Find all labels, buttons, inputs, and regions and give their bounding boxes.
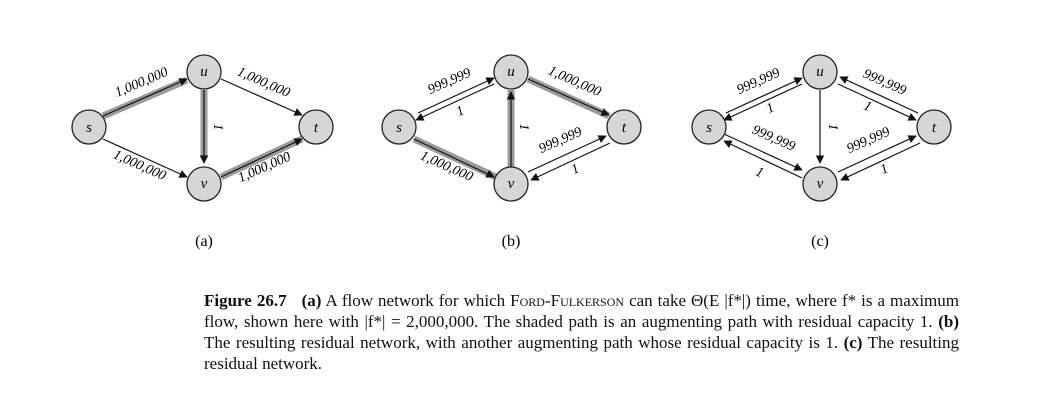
label-a-ut: 1,000,000 xyxy=(235,65,292,101)
node-a-t-label: t xyxy=(314,120,319,136)
node-c-u: u xyxy=(802,54,838,90)
edge-c-tv xyxy=(840,142,921,181)
label-c-vs: 1 xyxy=(753,165,765,182)
panel-a: 1,000,000 1,000,000 1,000,000 1,000,000 … xyxy=(71,54,334,250)
edge-c-us xyxy=(723,83,803,121)
sublabel-b: (b) xyxy=(502,233,521,250)
edge-c-su xyxy=(725,77,803,114)
sublabel-a: (a) xyxy=(195,233,213,250)
node-b-t: t xyxy=(606,109,642,145)
node-c-t-label: t xyxy=(932,120,937,136)
label-b-vu: 1 xyxy=(516,124,531,131)
edge-b-su xyxy=(417,77,495,114)
label-b-tv: 1 xyxy=(569,162,581,179)
node-a-u: u xyxy=(186,54,222,90)
caption-algo-name: Ford-Fulkerson xyxy=(510,291,625,310)
label-a-uv: 1 xyxy=(210,124,225,131)
edge-b-us xyxy=(415,83,495,121)
label-b-vt: 999,999 xyxy=(537,125,585,157)
node-c-v-label: v xyxy=(817,176,824,192)
node-b-u-label: u xyxy=(507,64,515,80)
edge-c-tu xyxy=(839,76,919,114)
node-a-u-label: u xyxy=(200,64,208,80)
node-b-v-label: v xyxy=(508,176,515,192)
node-c-s: s xyxy=(691,109,727,145)
node-a-t: t xyxy=(298,109,334,145)
edge-b-ut xyxy=(527,78,610,116)
label-c-us: 1 xyxy=(764,101,776,118)
caption-c-text: The resulting residual network. xyxy=(204,333,959,373)
caption-c-label: (c) xyxy=(843,333,863,352)
edge-b-vt xyxy=(527,135,607,173)
caption-a-text-1: A flow network for which xyxy=(321,291,511,310)
panel-c: 999,999 1 999,999 1 999,999 1 999,999 1 … xyxy=(691,54,952,250)
node-c-u-label: u xyxy=(816,64,824,80)
sublabel-c: (c) xyxy=(811,233,829,250)
panel-b: 999,999 1 1,000,000 1,000,000 999,999 1 … xyxy=(381,54,642,250)
caption-a-label: (a) xyxy=(301,291,322,310)
edge-c-vs xyxy=(723,140,803,179)
label-c-tu: 1 xyxy=(861,99,873,116)
figure-diagram: 1,000,000 1,000,000 1,000,000 1,000,000 … xyxy=(71,54,952,250)
edge-c-sv xyxy=(723,133,803,171)
edge-a-ut xyxy=(220,78,303,116)
caption-b-label: (b) xyxy=(938,312,959,331)
edge-c-vt xyxy=(837,135,917,173)
caption-b-text: The resulting residual network, with ano… xyxy=(204,333,844,352)
node-a-v-label: v xyxy=(201,176,208,192)
label-c-uv: 1 xyxy=(825,124,840,131)
edge-b-tv xyxy=(530,142,611,181)
label-a-sv: 1,000,000 xyxy=(111,148,168,184)
label-c-su: 999,999 xyxy=(735,66,783,98)
node-b-v: v xyxy=(493,166,529,202)
label-a-su: 1,000,000 xyxy=(113,65,170,101)
edge-a-vt xyxy=(220,138,303,178)
node-c-v: v xyxy=(802,166,838,202)
caption-a-text-2: can take Θ(E |f*|) time, where f* is a m… xyxy=(204,291,959,331)
label-c-sv: 999,999 xyxy=(750,123,798,155)
label-b-su: 999,999 xyxy=(426,66,474,98)
node-b-u: u xyxy=(493,54,529,90)
label-c-vt: 999,999 xyxy=(845,125,893,157)
edge-a-su xyxy=(102,78,188,117)
edge-a-sv xyxy=(102,138,188,178)
edge-b-sv xyxy=(413,138,495,178)
node-a-s: s xyxy=(71,109,107,145)
node-b-s-label: s xyxy=(396,120,402,136)
node-b-t-label: t xyxy=(622,120,627,136)
node-a-s-label: s xyxy=(86,120,92,136)
label-c-ut: 999,999 xyxy=(861,67,909,99)
figure-caption: Figure 26.7 (a) A flow network for which… xyxy=(204,290,959,374)
node-c-s-label: s xyxy=(706,120,712,136)
node-a-v: v xyxy=(186,166,222,202)
edge-c-ut xyxy=(837,83,917,121)
caption-figure-label: Figure 26.7 xyxy=(204,291,287,310)
node-b-s: s xyxy=(381,109,417,145)
label-b-us: 1 xyxy=(454,104,466,121)
label-c-tv: 1 xyxy=(878,162,890,179)
node-c-t: t xyxy=(916,109,952,145)
